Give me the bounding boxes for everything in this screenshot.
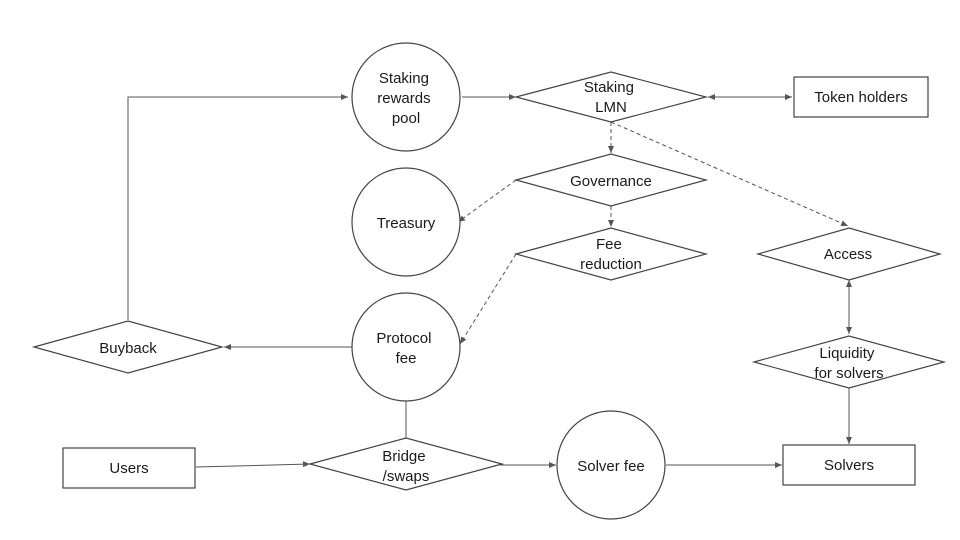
node-token-holders-label: Token holders bbox=[814, 89, 907, 106]
node-staking-lmn: Staking LMN bbox=[513, 71, 709, 123]
edge-governance-to-treasury bbox=[457, 179, 517, 223]
node-solver-fee-label: Solver fee bbox=[577, 458, 645, 475]
node-treasury-label: Treasury bbox=[377, 215, 436, 232]
node-solver-fee: Solver fee bbox=[556, 410, 666, 520]
node-bridge-swaps-label: Bridge /swaps bbox=[382, 448, 430, 485]
node-bridge-swaps: Bridge /swaps bbox=[307, 437, 505, 491]
node-fee-reduction-label: Fee reduction bbox=[580, 236, 642, 273]
node-governance-label: Governance bbox=[570, 173, 652, 190]
edge-users-to-bridge bbox=[195, 461, 311, 468]
edge-staking-lmn-to-access bbox=[610, 121, 849, 227]
node-buyback-label: Buyback bbox=[99, 340, 157, 357]
node-staking-rewards-pool: Staking rewards pool bbox=[351, 42, 461, 152]
node-liquidity-for-solvers-label: Liquidity for solvers bbox=[814, 345, 883, 382]
node-staking-lmn-label: Staking LMN bbox=[584, 79, 638, 116]
node-liquidity-for-solvers: Liquidity for solvers bbox=[751, 335, 947, 389]
edge-buyback-to-staking-rewards-pool bbox=[127, 94, 348, 320]
node-access: Access bbox=[755, 227, 943, 281]
node-solvers-label: Solvers bbox=[824, 457, 874, 474]
node-users: Users bbox=[62, 447, 196, 489]
node-users-label: Users bbox=[109, 460, 148, 477]
edge-fee-reduction-to-protocol-fee bbox=[459, 253, 517, 345]
node-buyback: Buyback bbox=[31, 320, 225, 374]
node-treasury: Treasury bbox=[351, 167, 461, 277]
node-protocol-fee: Protocol fee bbox=[351, 292, 461, 402]
edges bbox=[127, 94, 852, 468]
node-protocol-fee-label: Protocol fee bbox=[376, 330, 435, 367]
node-solvers: Solvers bbox=[782, 444, 916, 486]
node-access-label: Access bbox=[824, 246, 872, 263]
node-staking-rewards-pool-label: Staking rewards pool bbox=[377, 70, 435, 127]
node-governance: Governance bbox=[513, 153, 709, 207]
node-fee-reduction: Fee reduction bbox=[513, 227, 709, 281]
node-token-holders: Token holders bbox=[793, 76, 929, 118]
